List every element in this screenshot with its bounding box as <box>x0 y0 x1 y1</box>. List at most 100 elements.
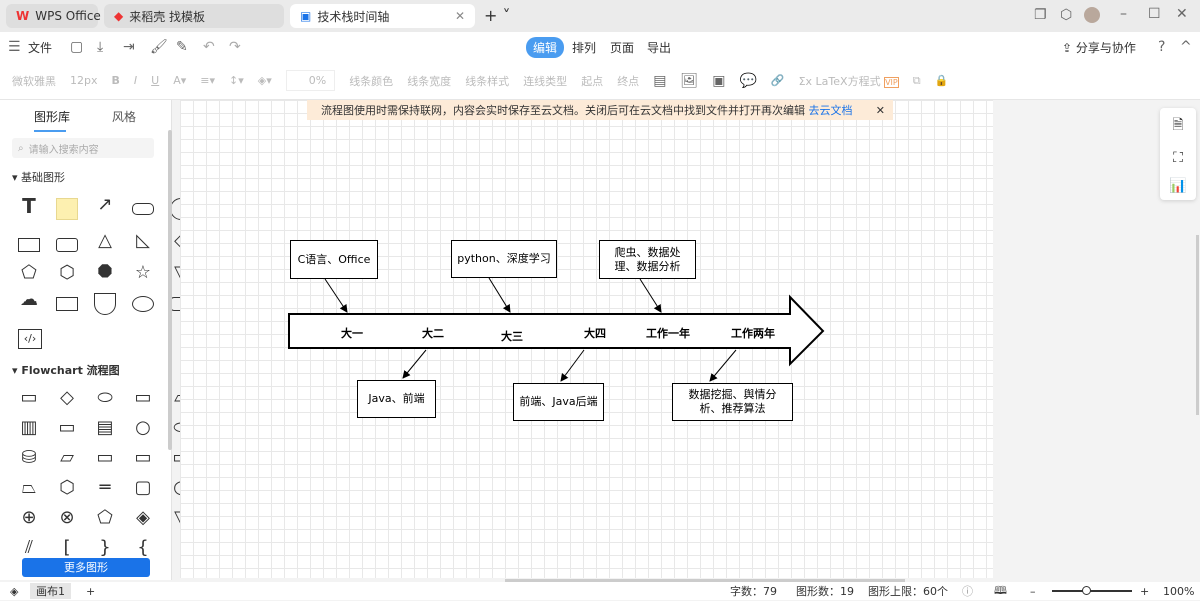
milestone-box[interactable]: Java、前端 <box>357 380 436 418</box>
download-icon[interactable]: ⤓ <box>97 39 104 55</box>
pentagon-shape-icon[interactable]: ⬠ <box>21 262 37 283</box>
mode-export[interactable]: 导出 <box>647 40 672 55</box>
line-shape-icon[interactable]: ═ <box>99 477 111 498</box>
end-point-select[interactable]: 终点 <box>617 74 640 88</box>
star-shape-icon[interactable]: ☆ <box>134 262 152 283</box>
rounded-shape-icon[interactable]: ▢ <box>134 477 152 498</box>
line-width-select[interactable]: 线条宽度 <box>407 74 452 88</box>
vertical-scrollbar[interactable] <box>1196 235 1199 415</box>
timeline-arrow[interactable] <box>288 294 825 367</box>
line-style-select[interactable]: 线条样式 <box>465 74 510 88</box>
zoom-slider-handle[interactable] <box>1082 586 1091 595</box>
book-icon[interactable]: 🕮 <box>994 583 1007 597</box>
connector-type-select[interactable]: 连线类型 <box>523 74 568 88</box>
section-basic-shapes[interactable]: ▾ 基础图形 <box>12 171 66 184</box>
process-shape-icon[interactable]: ▭ <box>20 387 38 408</box>
hexagon-shape-icon[interactable]: ⬡ <box>59 262 75 283</box>
collapse-icon[interactable]: ^ <box>1180 39 1192 55</box>
align-icon[interactable]: ≡▾ <box>200 74 215 87</box>
sort-shape-icon[interactable]: ◈ <box>136 507 150 528</box>
redo-icon[interactable]: ↷ <box>229 39 241 55</box>
group-icon[interactable]: ⧉ <box>912 73 921 87</box>
preparation-shape-icon[interactable]: ⬡ <box>59 477 75 498</box>
maximize-icon[interactable]: ☐ <box>1148 6 1161 22</box>
help-icon[interactable]: ? <box>1158 39 1166 55</box>
import-icon[interactable]: ⇥ <box>123 39 135 55</box>
share-button[interactable]: ⇪ 分享与协作 <box>1062 40 1136 55</box>
layers-icon[interactable]: ◈ <box>10 584 19 598</box>
arrow-shape-icon[interactable]: ↗ <box>97 194 113 215</box>
internal-storage-shape-icon[interactable]: ▤ <box>96 417 114 438</box>
manual-input-shape-icon[interactable]: ▱ <box>60 447 74 468</box>
brace1-shape-icon[interactable]: } <box>99 537 111 558</box>
line-color-select[interactable]: 线条颜色 <box>349 74 394 88</box>
device-icon[interactable]: ▣ <box>712 72 726 89</box>
right-triangle-shape-icon[interactable]: ◺ <box>136 230 150 251</box>
fill-icon[interactable]: ◈▾ <box>257 74 272 87</box>
shield-shape-icon[interactable] <box>94 293 116 315</box>
line-spacing-icon[interactable]: ↕▾ <box>229 74 244 87</box>
chart-icon[interactable]: 📊 <box>1169 178 1187 194</box>
milestone-box[interactable]: python、深度学习 <box>451 240 557 278</box>
save-icon[interactable]: ▢ <box>70 39 84 55</box>
octagon-shape-icon[interactable]: ⯃ <box>97 262 113 283</box>
bracket2-shape-icon[interactable]: [ <box>63 537 71 558</box>
info-icon[interactable]: ⓘ <box>962 585 973 598</box>
close-window-icon[interactable]: ✕ <box>1176 6 1188 22</box>
rounded-rect2-shape-icon[interactable] <box>56 238 78 252</box>
milestone-box[interactable]: 爬虫、数据处理、数据分析 <box>599 240 696 279</box>
brace2-shape-icon[interactable]: { <box>137 537 149 558</box>
connector[interactable] <box>639 278 662 313</box>
milestone-box[interactable]: 数据挖掘、舆情分析、推荐算法 <box>672 383 793 421</box>
rounded-rect-shape-icon[interactable] <box>132 203 154 215</box>
stage-label[interactable]: 大一 <box>341 327 363 340</box>
lock-icon[interactable]: 🔒 <box>934 74 949 87</box>
stage-label[interactable]: 大四 <box>584 327 606 340</box>
connector[interactable] <box>560 349 585 382</box>
pen-icon[interactable]: ✎ <box>176 39 188 55</box>
horizontal-scrollbar[interactable] <box>505 579 905 582</box>
undo-icon[interactable]: ↶ <box>203 39 215 55</box>
milestone-box[interactable]: C语言、Office <box>290 240 378 279</box>
bold-icon[interactable]: B <box>111 74 120 87</box>
cube-icon[interactable]: ⬡ <box>1060 7 1073 23</box>
zoom-out-icon[interactable]: – <box>1030 584 1036 598</box>
comment-icon[interactable]: 💬 <box>739 72 757 89</box>
stage-label[interactable]: 大二 <box>422 327 444 340</box>
format-painter-icon[interactable]: 🖌 <box>150 39 168 55</box>
connector[interactable] <box>402 349 427 379</box>
manual-op-shape-icon[interactable]: ⏢ <box>21 477 37 498</box>
stage-label[interactable]: 大三 <box>501 330 523 343</box>
predefined-shape-icon[interactable]: ▥ <box>20 417 38 438</box>
file-menu[interactable]: 文件 <box>28 40 53 55</box>
card-flow-shape-icon[interactable]: ▭ <box>96 447 114 468</box>
connector[interactable] <box>709 349 737 382</box>
zoom-in-icon[interactable]: + <box>1140 584 1150 598</box>
ellipse-shape-icon[interactable] <box>132 296 154 312</box>
terminator-shape-icon[interactable]: ⬭ <box>97 387 113 408</box>
page-tab[interactable]: 画布1 <box>30 583 71 599</box>
add-page-icon[interactable]: + <box>86 584 96 598</box>
mode-edit[interactable]: 编辑 <box>526 36 565 58</box>
rect-shape-icon[interactable] <box>18 238 40 252</box>
start-point-select[interactable]: 起点 <box>581 74 604 88</box>
offpage-shape-icon[interactable]: ⬠ <box>97 507 113 528</box>
cloud-shape-icon[interactable]: ☁ <box>20 289 38 310</box>
image-icon[interactable]: 🖼 <box>680 72 699 89</box>
underline-icon[interactable]: U <box>151 74 160 87</box>
tab-current-doc[interactable]: ▣技术栈时间轴✕ <box>290 4 475 28</box>
trapezoid-shape-icon[interactable] <box>56 297 78 311</box>
triangle-shape-icon[interactable]: △ <box>98 230 112 251</box>
or-shape-icon[interactable]: ⊕ <box>21 507 37 528</box>
zoom-slider[interactable] <box>1052 590 1132 592</box>
stage-label[interactable]: 工作一年 <box>646 327 690 340</box>
summing-junction-shape-icon[interactable]: ⊗ <box>59 507 75 528</box>
mode-page[interactable]: 页面 <box>610 40 635 55</box>
new-tab-icon[interactable]: + ˅ <box>484 6 511 25</box>
sidebar-scrollbar[interactable] <box>168 130 172 450</box>
note-shape-icon[interactable] <box>56 198 78 220</box>
connector[interactable] <box>324 278 348 313</box>
text-shape-icon[interactable]: T <box>22 194 36 218</box>
search-input[interactable]: ⌕请输入搜索内容 <box>12 138 154 158</box>
